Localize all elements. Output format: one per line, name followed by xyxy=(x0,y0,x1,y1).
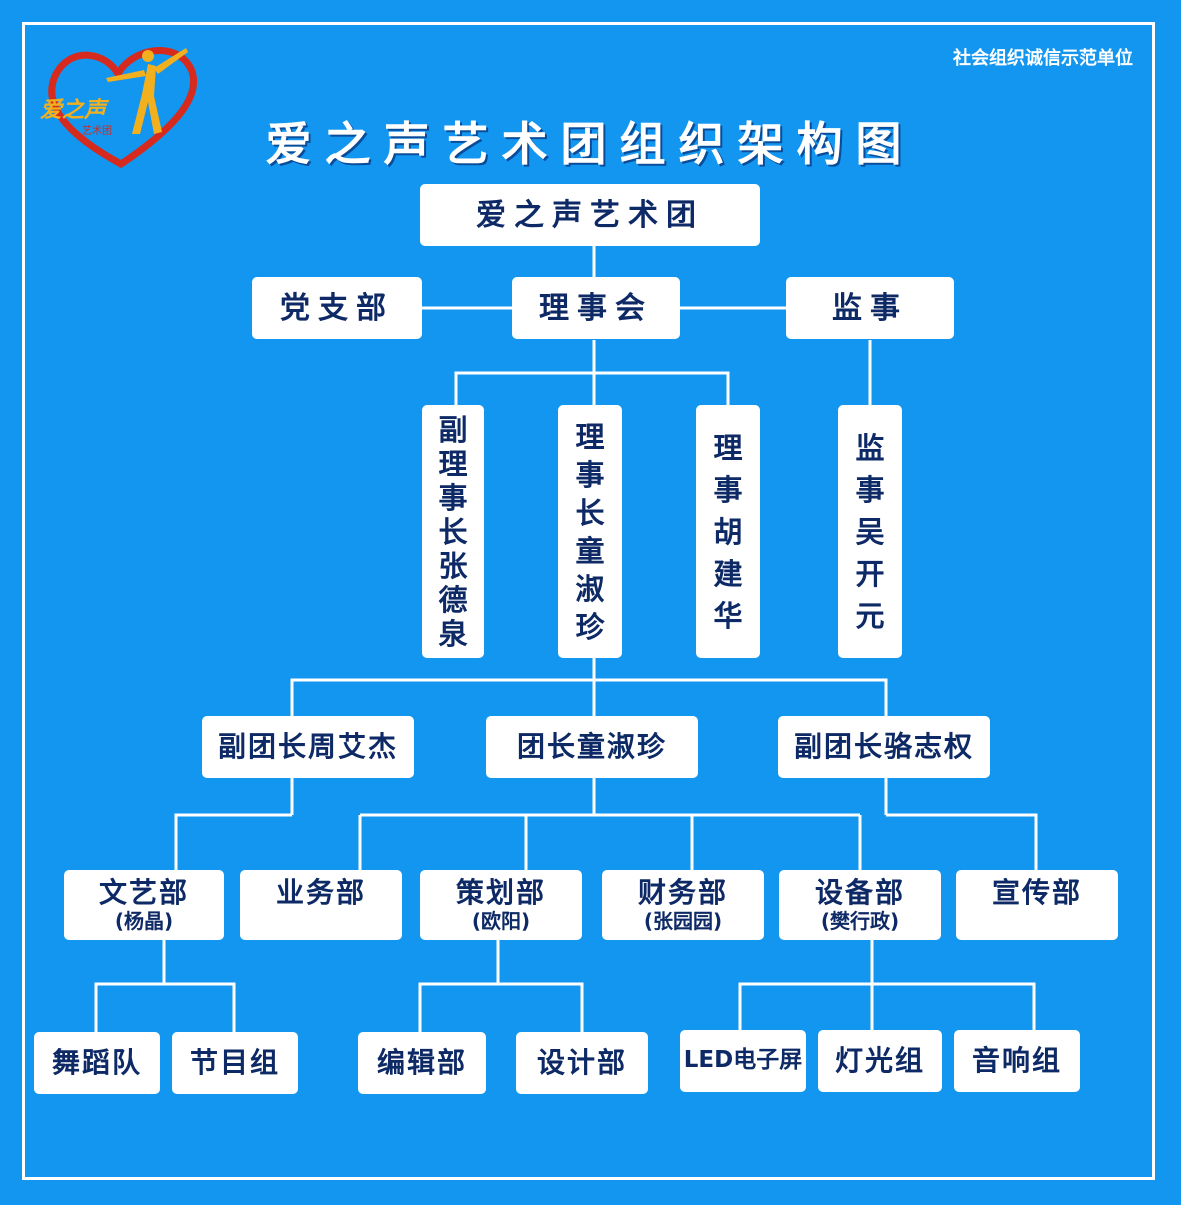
supervisor-name-label: 监事吴开元 xyxy=(855,430,885,633)
director-box: 理事胡建华 xyxy=(696,405,760,658)
dept-arts-head: (杨晶) xyxy=(114,909,174,934)
org-root-box: 爱之声艺术团 xyxy=(420,184,760,246)
honor-badge: 社会组织诚信示范单位 xyxy=(953,48,1133,69)
dept-business-box: 业务部 xyxy=(240,870,402,940)
party-branch-box: 党支部 xyxy=(252,277,422,339)
vice-chair-box: 副理事长张德泉 xyxy=(422,405,484,658)
dept-business-label: 业务部 xyxy=(275,876,366,909)
supervisor-name-box: 监事吴开元 xyxy=(838,405,902,658)
team-editing-box: 编辑部 xyxy=(358,1032,486,1094)
team-audio-box: 音响组 xyxy=(954,1030,1080,1092)
dept-arts-label: 文艺部 xyxy=(98,875,189,909)
dept-equipment-head: (樊行政) xyxy=(820,909,900,934)
team-led-box: LED电子屏 xyxy=(680,1030,806,1092)
team-program-box: 节目组 xyxy=(172,1032,298,1094)
team-design-box: 设计部 xyxy=(516,1032,648,1094)
logo-subtext: 艺术团 xyxy=(82,126,112,137)
page-title: 爱之声艺术团组织架构图 xyxy=(265,117,915,171)
vice-leader-2-box: 副团长骆志权 xyxy=(778,716,990,778)
dept-arts-box: 文艺部 (杨晶) xyxy=(64,870,224,940)
dept-planning-label: 策划部 xyxy=(455,875,546,909)
dept-equipment-box: 设备部 (樊行政) xyxy=(779,870,941,940)
supervisor-box: 监事 xyxy=(786,277,954,339)
director-label: 理事胡建华 xyxy=(713,430,743,633)
dept-equipment-label: 设备部 xyxy=(814,875,905,909)
dept-publicity-label: 宣传部 xyxy=(991,876,1082,909)
heart-dancer-logo-icon xyxy=(48,47,197,169)
border-frame xyxy=(22,22,1155,1180)
dept-planning-box: 策划部 (欧阳) xyxy=(420,870,582,940)
dept-finance-label: 财务部 xyxy=(637,875,728,909)
leader-box: 团长童淑珍 xyxy=(486,716,698,778)
council-box: 理事会 xyxy=(512,277,680,339)
dept-publicity-box: 宣传部 xyxy=(956,870,1118,940)
team-dance-box: 舞蹈队 xyxy=(34,1032,160,1094)
chair-label: 理事长童淑珍 xyxy=(575,419,605,644)
dept-planning-head: (欧阳) xyxy=(471,909,531,934)
dept-finance-box: 财务部 (张园园) xyxy=(602,870,764,940)
logo-text: 爱之声 xyxy=(40,98,107,123)
dept-finance-head: (张园园) xyxy=(643,909,723,934)
team-lighting-box: 灯光组 xyxy=(818,1030,942,1092)
vice-chair-label: 副理事长张德泉 xyxy=(438,412,468,651)
vice-leader-1-box: 副团长周艾杰 xyxy=(202,716,414,778)
chair-box: 理事长童淑珍 xyxy=(558,405,622,658)
